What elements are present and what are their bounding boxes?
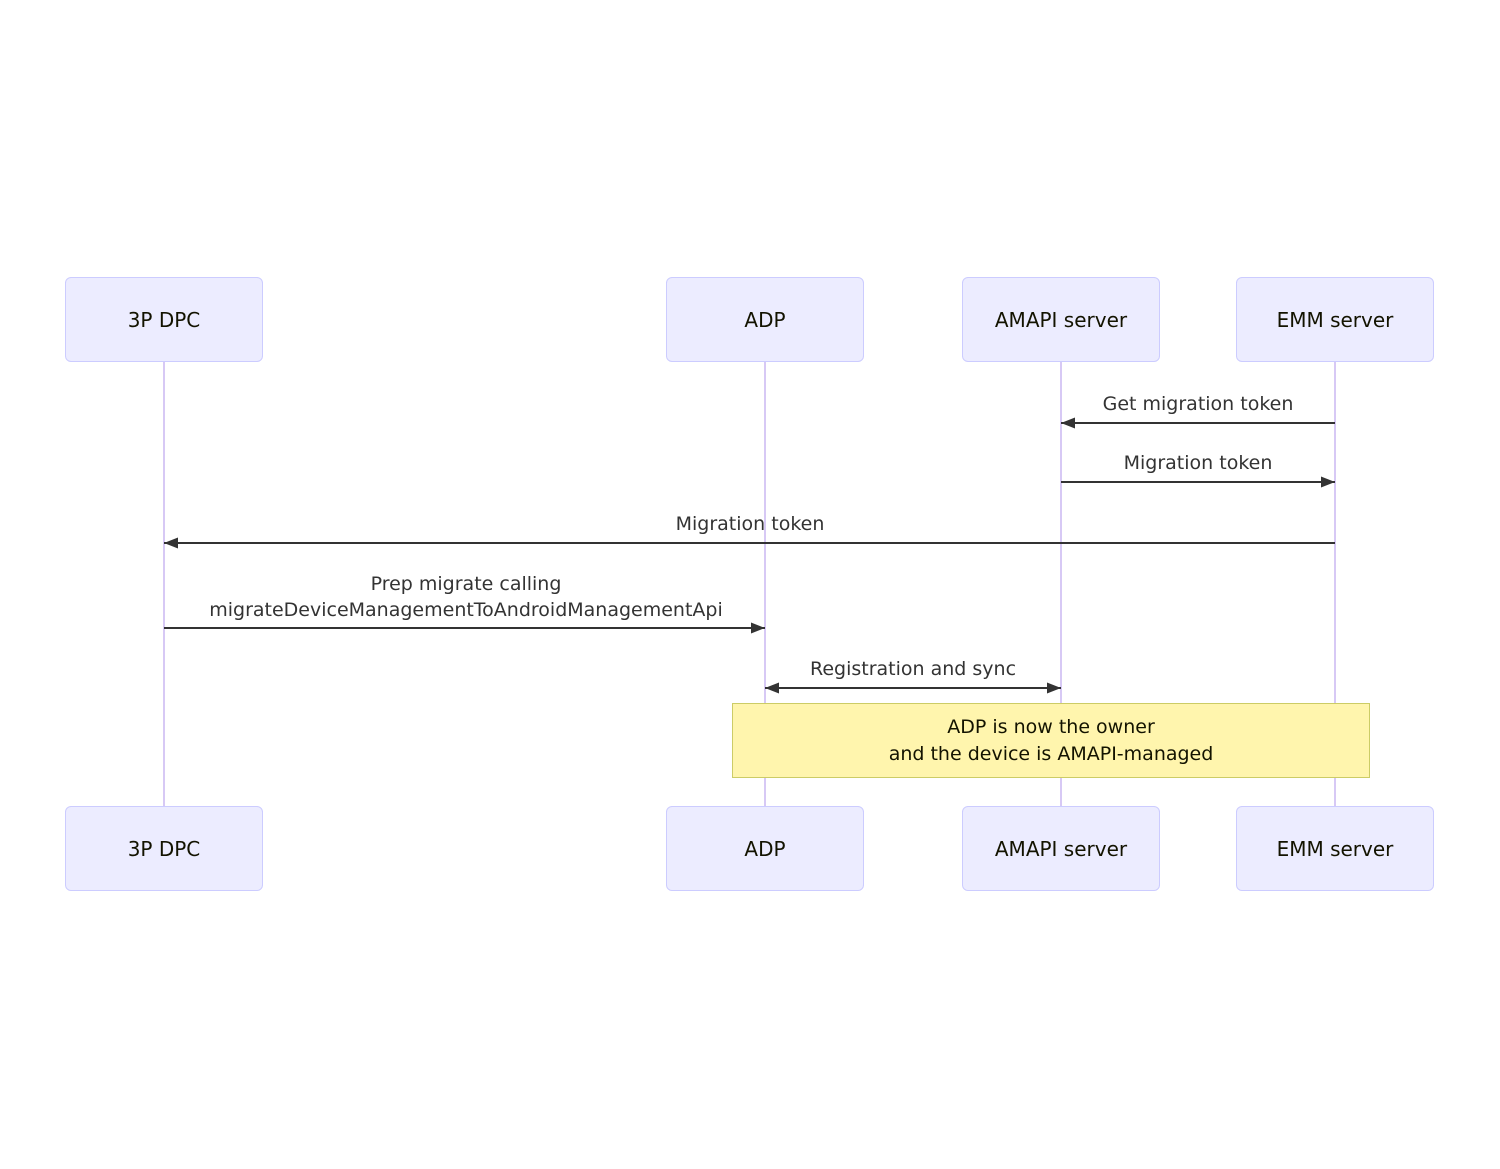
participant-dpc-bottom[interactable]: 3P DPC <box>65 806 263 891</box>
note-n1: ADP is now the owner and the device is A… <box>732 703 1370 778</box>
message-label-m3: Migration token <box>675 513 825 535</box>
participant-dpc-top[interactable]: 3P DPC <box>65 277 263 362</box>
participant-label: ADP <box>744 307 786 332</box>
participant-amapi-top[interactable]: AMAPI server <box>962 277 1160 362</box>
participant-amapi-bottom[interactable]: AMAPI server <box>962 806 1160 891</box>
message-label-m1: Get migration token <box>1102 393 1294 415</box>
message-arrow-m1 <box>1061 417 1335 429</box>
message-label-m5: Registration and sync <box>809 658 1017 680</box>
note-text: ADP is now the owner and the device is A… <box>888 715 1214 765</box>
participant-label: 3P DPC <box>127 836 201 861</box>
participant-adp-top[interactable]: ADP <box>666 277 864 362</box>
participant-label: EMM server <box>1276 307 1394 332</box>
participant-label: EMM server <box>1276 836 1394 861</box>
participant-label: 3P DPC <box>127 307 201 332</box>
message-arrow-m5 <box>765 682 1061 694</box>
participant-adp-bottom[interactable]: ADP <box>666 806 864 891</box>
message-label-m4: Prep migrate calling migrateDeviceManage… <box>209 573 723 621</box>
message-arrow-m2 <box>1061 476 1335 488</box>
participant-label: AMAPI server <box>994 307 1128 332</box>
participant-emm-top[interactable]: EMM server <box>1236 277 1434 362</box>
message-arrow-m4 <box>164 622 765 634</box>
message-label-m2: Migration token <box>1123 452 1273 474</box>
participant-label: ADP <box>744 836 786 861</box>
participant-emm-bottom[interactable]: EMM server <box>1236 806 1434 891</box>
message-arrow-m3 <box>164 537 1335 549</box>
participant-label: AMAPI server <box>994 836 1128 861</box>
